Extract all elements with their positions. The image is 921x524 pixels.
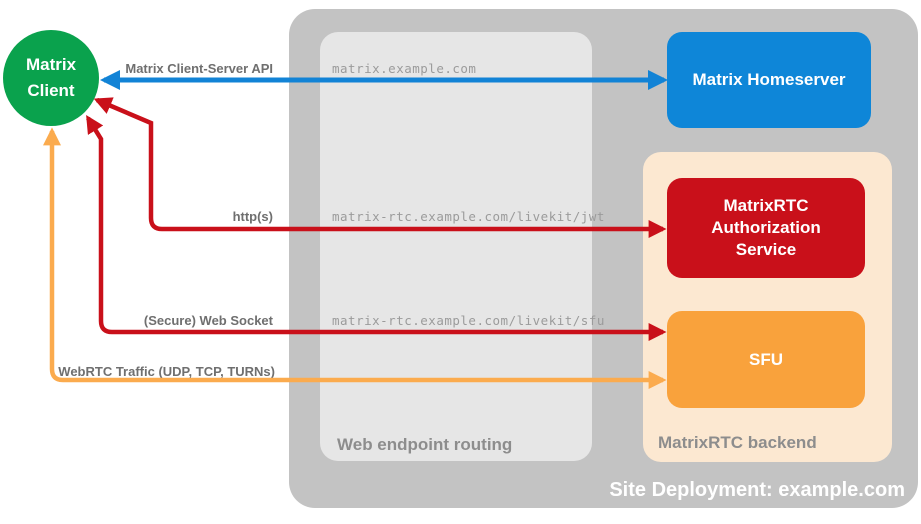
web-endpoint-routing-caption: Web endpoint routing xyxy=(337,435,513,454)
websocket-connection-label: (Secure) Web Socket xyxy=(143,313,273,328)
web-endpoint-routing-panel xyxy=(320,32,592,461)
client-server-api-connection-label: Matrix Client-Server API xyxy=(125,61,273,76)
endpoint-livekit-sfu: matrix-rtc.example.com/livekit/sfu xyxy=(332,313,605,328)
matrix-client-node: Matrix Client xyxy=(3,30,99,126)
matrixrtc-authorization-service-node: MatrixRTC Authorization Service xyxy=(667,178,865,278)
matrixrtc-authorization-service-label: MatrixRTC Authorization Service xyxy=(711,196,821,259)
endpoint-livekit-jwt: matrix-rtc.example.com/livekit/jwt xyxy=(332,209,605,224)
webrtc-traffic-connection-label: WebRTC Traffic (UDP, TCP, TURNs) xyxy=(58,364,275,379)
https-connection-label: http(s) xyxy=(232,209,273,224)
matrix-homeserver-node: Matrix Homeserver xyxy=(667,32,871,128)
matrix-homeserver-label: Matrix Homeserver xyxy=(692,70,846,89)
matrix-client-label-line2: Client xyxy=(27,81,75,100)
matrixrtc-backend-caption: MatrixRTC backend xyxy=(658,433,817,452)
site-deployment-caption: Site Deployment: example.com xyxy=(609,479,905,501)
matrix-client-label-line1: Matrix xyxy=(25,55,77,74)
endpoint-matrix-example-com: matrix.example.com xyxy=(332,61,477,76)
sfu-label: SFU xyxy=(749,349,783,369)
sfu-node: SFU xyxy=(667,311,865,408)
